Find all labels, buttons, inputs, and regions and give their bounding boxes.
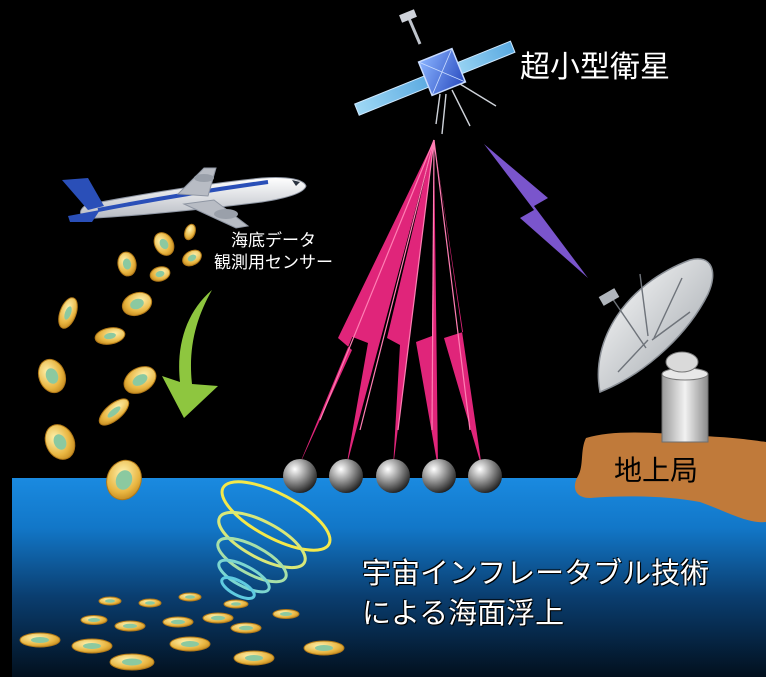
sensor-label-line1: 海底データ [231,231,316,251]
downlink-bolt-shine [319,139,471,431]
caption-line2: による海面浮上 [362,596,565,630]
floating-buoys [283,459,502,493]
caption-line1: 宇宙インフレータブル技術 [362,556,710,590]
sensor-label: 海底データ 観測用センサー [214,230,333,274]
airplane [62,167,307,229]
ground-station-label: 地上局 [614,454,699,487]
seafloor-sensors [19,592,345,671]
sea [12,478,766,677]
caption: 宇宙インフレータブル技術 による海面浮上 [362,553,709,633]
falling-sensors [37,223,202,501]
satellite-label: 超小型衛星 [520,50,670,85]
sensor-label-line2: 観測用センサー [214,253,333,273]
satellite [354,9,516,135]
ground-station-land [574,432,766,523]
drop-arrow [162,290,218,418]
satellite-dish [597,258,714,443]
inflation-spiral [216,480,332,600]
uplink-bolt [484,144,588,278]
